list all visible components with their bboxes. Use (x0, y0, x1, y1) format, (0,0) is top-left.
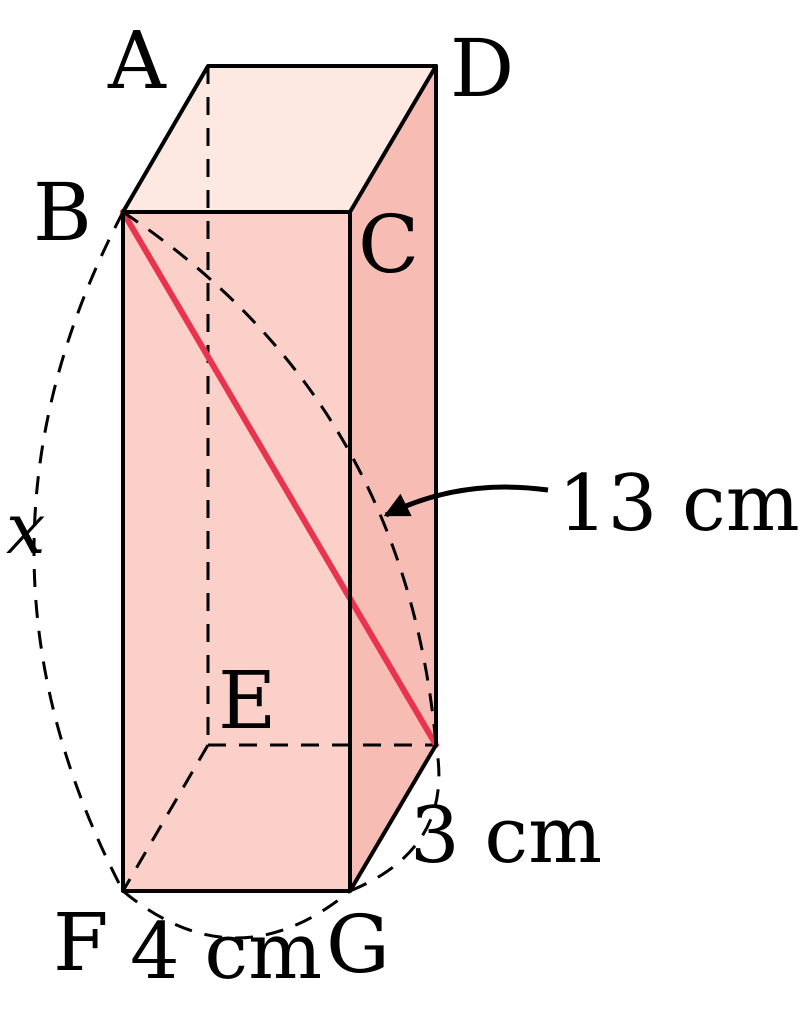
side-face (350, 66, 436, 891)
vertex-label-E: E (218, 654, 276, 747)
hidden-edge-EF (121, 744, 210, 892)
vertex-label-A: A (107, 14, 167, 107)
vertex-label-D: D (450, 22, 514, 115)
edge-HG (348, 743, 438, 893)
dimension-label-width: 4 cm (130, 907, 322, 997)
diagonal-pointer-arrow (383, 484, 549, 518)
front-face (123, 212, 350, 891)
top-face (123, 66, 436, 212)
space-diagonal (120, 209, 439, 748)
dimension-label-depth: 3 cm (410, 791, 602, 881)
dimension-label-diagonal: 13 cm (558, 459, 800, 549)
vertex-label-C: C (358, 198, 419, 291)
vertex-label-F: F (53, 896, 109, 989)
vertex-label-B: B (33, 166, 92, 259)
dimension-arc-diagonal (122, 210, 438, 746)
top-face-outline (121, 64, 438, 214)
dimension-arc-depth (349, 744, 441, 893)
dimension-label-height: x (6, 488, 45, 570)
vertex-label-G: G (326, 898, 390, 991)
dimension-arc-height (32, 211, 125, 892)
dimension-arc-width (122, 889, 351, 940)
